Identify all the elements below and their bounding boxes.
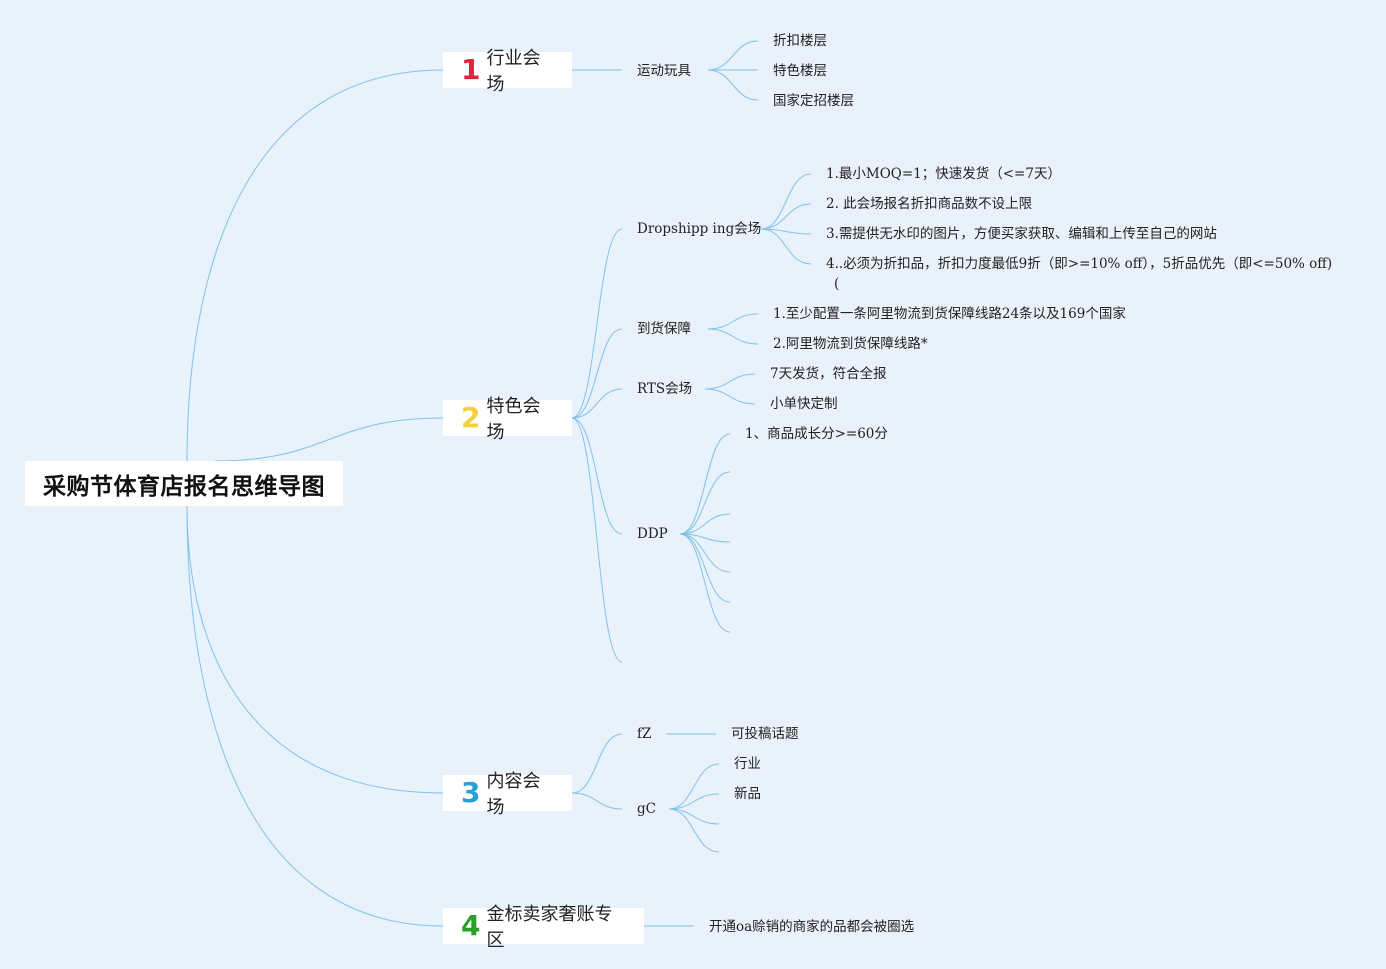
leaf-gc-1[interactable]: 行业	[734, 756, 761, 772]
link-rts-leaf-1	[704, 388, 756, 405]
leaf-country-floor[interactable]: 国家定招楼层	[773, 93, 854, 109]
leaf-b4-1[interactable]: 开通oa赊销的商家的品都会被圈选	[709, 919, 915, 935]
link-gc-leaf-1	[668, 793, 720, 810]
link-g-leaf-0	[707, 313, 759, 330]
leaf-ddp-1[interactable]: 1、商品成长分>=60分	[745, 426, 888, 442]
node-fz[interactable]: fZ	[637, 726, 652, 742]
leaf-dropship-1[interactable]: 1.最小MOQ=1；快速发货（<=7天）	[826, 166, 1061, 182]
link-root-b3	[186, 505, 444, 794]
node-ddp[interactable]: DDP	[637, 526, 668, 542]
leaf-rts-2[interactable]: 小单快定制	[770, 396, 838, 412]
branch-label-2: 特色会场	[486, 396, 541, 443]
node-dropshipping[interactable]: Dropshipp ing会场	[637, 221, 762, 237]
link-b2-sub-1	[571, 328, 623, 419]
link-ddp-leaf-5	[679, 533, 731, 603]
branch-number-3: 3	[461, 776, 481, 809]
leaf-dropship-4-cont: (	[834, 276, 840, 292]
branch-node-1[interactable]: 1 行业会场	[443, 48, 572, 95]
link-b2-sub-4	[571, 417, 623, 663]
link-root-b1	[186, 69, 444, 462]
leaf-rts-1[interactable]: 7天发货，符合全报	[770, 366, 887, 382]
link-b2-sub-2	[571, 388, 623, 419]
link-b1-leaf-0	[707, 40, 759, 71]
link-ds-leaf-0	[760, 173, 812, 230]
link-root-b2	[214, 417, 444, 462]
branch-label-3: 内容会场	[486, 771, 541, 818]
link-b3-gc	[571, 792, 623, 810]
root-title: 采购节体育店报名思维导图	[43, 473, 325, 500]
node-rts[interactable]: RTS会场	[637, 381, 693, 397]
root-node[interactable]: 采购节体育店报名思维导图	[25, 461, 343, 506]
branch-label-1: 行业会场	[486, 48, 541, 95]
link-ds-leaf-3	[760, 228, 812, 265]
link-gc-leaf-2	[668, 808, 720, 825]
link-root-b4	[186, 505, 444, 927]
link-ddp-leaf-0	[679, 433, 731, 535]
branch-number-1: 1	[461, 53, 481, 86]
branch-node-3[interactable]: 3 内容会场	[443, 771, 572, 818]
link-gc-leaf-0	[668, 763, 720, 810]
node-sport-toys[interactable]: 运动玩具	[637, 63, 691, 79]
link-ddp-leaf-4	[679, 533, 731, 573]
branch-number-4: 4	[461, 909, 481, 942]
node-guarantee[interactable]: 到货保障	[637, 321, 691, 337]
branch-node-2[interactable]: 2 特色会场	[443, 396, 572, 443]
link-ds-leaf-1	[760, 203, 812, 230]
branch-label-4: 金标卖家奢账专区	[486, 904, 613, 951]
node-gc[interactable]: gC	[637, 801, 656, 817]
link-ddp-leaf-1	[679, 471, 731, 535]
branch-node-4[interactable]: 4 金标卖家奢账专区	[443, 904, 644, 951]
leaf-dropship-4[interactable]: 4..必须为折扣品，折扣力度最低9折（即>=10% off），5折品优先（即<=…	[826, 256, 1333, 272]
link-gc-leaf-3	[668, 808, 720, 853]
link-b3-fz	[571, 733, 623, 794]
link-ddp-leaf-6	[679, 533, 731, 633]
leaf-dropship-2[interactable]: 2. 此会场报名折扣商品数不设上限	[826, 196, 1033, 212]
link-b2-sub-0	[571, 228, 623, 419]
link-rts-leaf-0	[704, 373, 756, 390]
leaf-feature-floor[interactable]: 特色楼层	[773, 63, 827, 79]
link-g-leaf-1	[707, 328, 759, 345]
branch-number-2: 2	[461, 401, 481, 434]
leaf-discount-floor[interactable]: 折扣楼层	[773, 33, 827, 49]
leaf-gc-2[interactable]: 新品	[734, 786, 761, 802]
leaf-fz-1[interactable]: 可投稿话题	[731, 726, 799, 742]
link-b2-sub-3	[571, 417, 623, 535]
link-b1-leaf-2	[707, 69, 759, 101]
leaf-guarantee-2[interactable]: 2.阿里物流到货保障线路*	[773, 336, 928, 352]
leaf-guarantee-1[interactable]: 1.至少配置一条阿里物流到货保障线路24条以及169个国家	[773, 306, 1126, 322]
link-ddp-leaf-2	[679, 513, 731, 535]
leaf-dropship-3[interactable]: 3.需提供无水印的图片，方便买家获取、编辑和上传至自己的网站	[826, 226, 1217, 242]
